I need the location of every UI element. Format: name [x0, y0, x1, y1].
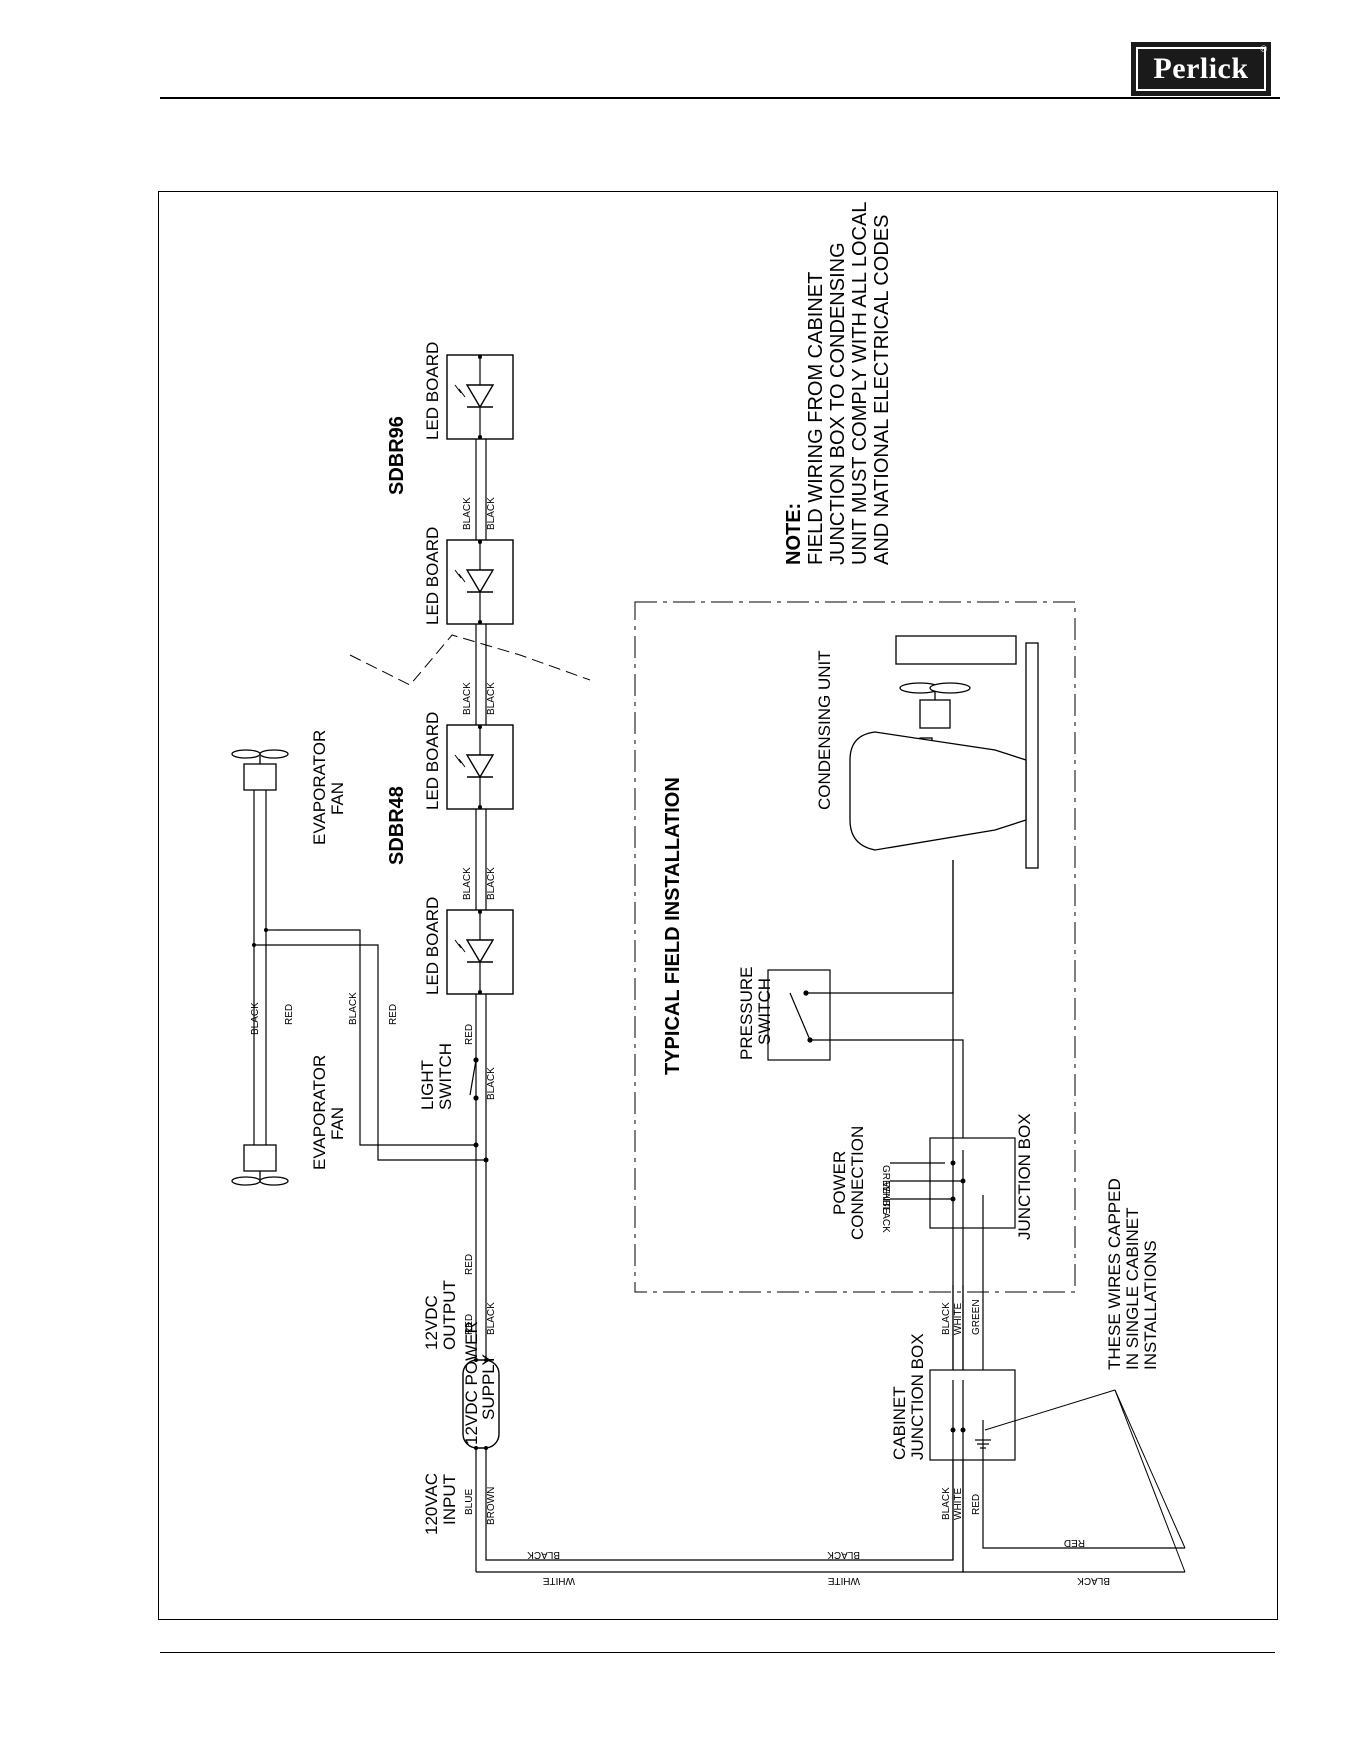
power-connection-label-1: POWER: [830, 1151, 849, 1215]
wire-red-label: RED: [1064, 1537, 1085, 1548]
note-line-2: JUNCTION BOX TO CONDENSING: [827, 242, 849, 565]
wire-brown-label: BROWN: [486, 1487, 497, 1525]
wire-black-label: BLACK: [486, 1067, 497, 1100]
svg-text:LED BOARD: LED BOARD: [423, 342, 442, 440]
fan-wires: [253, 790, 486, 1161]
cabinet-junction-box-label-1: CABINET: [890, 1386, 909, 1460]
evaporator-fan-top-label-1: EVAPORATOR: [310, 730, 329, 845]
light-switch-label-1: LIGHT: [418, 1060, 437, 1110]
wire-black-label: BLACK: [462, 867, 473, 900]
connection-dots: [252, 928, 966, 1450]
wire-black-label: BLACK: [250, 1002, 261, 1035]
note-line-1: FIELD WIRING FROM CABINET: [805, 272, 827, 565]
svg-text:LED BOARD: LED BOARD: [423, 527, 442, 625]
led-board-2: LED BOARD: [423, 527, 514, 625]
typical-field-installation-title: TYPICAL FIELD INSTALLATION: [662, 777, 684, 1075]
wire-red-label: RED: [971, 1494, 982, 1515]
sdbr48-label: SDBR48: [386, 786, 408, 865]
wire-black-label: BLACK: [486, 497, 497, 530]
wire-black-label: BLACK: [486, 867, 497, 900]
led-board-3: LED BOARD: [423, 712, 514, 810]
perlick-logo: Perlick ®: [1131, 42, 1271, 96]
cabinet-box-wires: [952, 1380, 1185, 1573]
pressure-switch: [767, 969, 831, 1061]
note-heading: NOTE:: [783, 503, 805, 565]
wire-black-label: BLACK: [486, 682, 497, 715]
wire-green-label: GREEN: [880, 1165, 891, 1201]
wire-black-label: BLACK: [462, 682, 473, 715]
wire-white-label: WHITE: [953, 1487, 964, 1520]
wire-red-label: RED: [464, 1254, 475, 1275]
wire-white-label: WHITE: [953, 1302, 964, 1335]
footer-rule: [160, 1652, 1275, 1653]
pressure-switch-label-2: SWITCH: [755, 978, 774, 1045]
wire-black-label: BLACK: [1077, 1575, 1110, 1586]
light-switch: [469, 1057, 479, 1101]
wire-black-label: BLACK: [486, 1302, 497, 1335]
power-connection-label-2: CONNECTION: [848, 1126, 867, 1240]
wire-red-label: RED: [388, 1004, 399, 1025]
break-line: [349, 634, 591, 686]
capped-wires-label-1: THESE WIRES CAPPED: [1105, 1178, 1124, 1370]
output-12vdc-label-2: OUTPUT: [440, 1280, 459, 1350]
wire-red-label: RED: [464, 1314, 475, 1335]
main-bus: [475, 994, 487, 1572]
condensing-unit-label: CONDENSING UNIT: [815, 650, 834, 810]
wire-black-label: BLACK: [462, 497, 473, 530]
capped-wires-label-3: INSTALLATIONS: [1141, 1240, 1160, 1370]
svg-text:LED BOARD: LED BOARD: [423, 897, 442, 995]
wire-black-label: BLACK: [941, 1487, 952, 1520]
light-switch-label-2: SWITCH: [436, 1043, 455, 1110]
junction-box-label: JUNCTION BOX: [1015, 1113, 1034, 1240]
evaporator-fan-top-label-2: FAN: [328, 782, 347, 815]
condensing-unit: [849, 635, 1039, 869]
wire-black-label: BLACK: [348, 992, 359, 1025]
input-120vac-label-2: INPUT: [440, 1474, 459, 1525]
pressure-switch-label-1: PRESSURE: [737, 966, 756, 1060]
field-installation-box: [634, 601, 1076, 1293]
diagram-frame: [158, 191, 1278, 1620]
capped-wires-leaders: [984, 1389, 1186, 1573]
sdbr96-label: SDBR96: [386, 416, 408, 495]
wire-black-label: BLACK: [827, 1549, 860, 1560]
header-rule: [160, 97, 1280, 99]
power-supply: [462, 1359, 500, 1449]
note-line-3: UNIT MUST COMPLY WITH ALL LOCAL: [849, 202, 871, 565]
logo-text: Perlick: [1153, 52, 1249, 85]
evaporator-fan-bottom-label-2: FAN: [328, 1107, 347, 1140]
output-12vdc-label-1: 12VDC: [422, 1295, 441, 1350]
led-board-1: LED BOARD: [423, 342, 514, 440]
wire-green-label: GREEN: [971, 1299, 982, 1335]
note-line-4: AND NATIONAL ELECTRICAL CODES: [871, 215, 893, 565]
led-wires: [475, 439, 487, 910]
cabinet-junction-box: [929, 1369, 1016, 1461]
wire-black-label: BLACK: [880, 1200, 891, 1233]
power-supply-label-1: 12VDC POWER: [462, 1321, 481, 1445]
wire-red-label: RED: [464, 1024, 475, 1045]
input-120vac-label-1: 120VAC: [422, 1473, 441, 1535]
wire-blue-label: BLUE: [464, 1489, 475, 1515]
wire-red-label: RED: [284, 1004, 295, 1025]
wire-white-label: WHITE: [827, 1575, 860, 1586]
junction-box: [929, 1137, 1016, 1229]
led-board-4: LED BOARD: [423, 897, 514, 995]
wire-white-label: WHITE: [542, 1575, 575, 1586]
svg-text:LED BOARD: LED BOARD: [423, 712, 442, 810]
evaporator-fan-bottom: [231, 1144, 289, 1186]
registered-mark-icon: ®: [1260, 44, 1267, 54]
cabinet-junction-box-label-2: JUNCTION BOX: [908, 1333, 927, 1460]
wire-black-label: BLACK: [527, 1549, 560, 1560]
note-block: NOTE: FIELD WIRING FROM CABINET JUNCTION…: [783, 202, 893, 565]
wire-black-label: BLACK: [941, 1302, 952, 1335]
wire-white-label: WHITE: [880, 1182, 891, 1215]
capped-wires-label-2: IN SINGLE CABINET: [1123, 1208, 1142, 1370]
evaporator-fan-bottom-label-1: EVAPORATOR: [310, 1055, 329, 1170]
evaporator-fan-top: [231, 749, 289, 791]
power-supply-label-2: SUPPLY: [479, 1354, 498, 1420]
